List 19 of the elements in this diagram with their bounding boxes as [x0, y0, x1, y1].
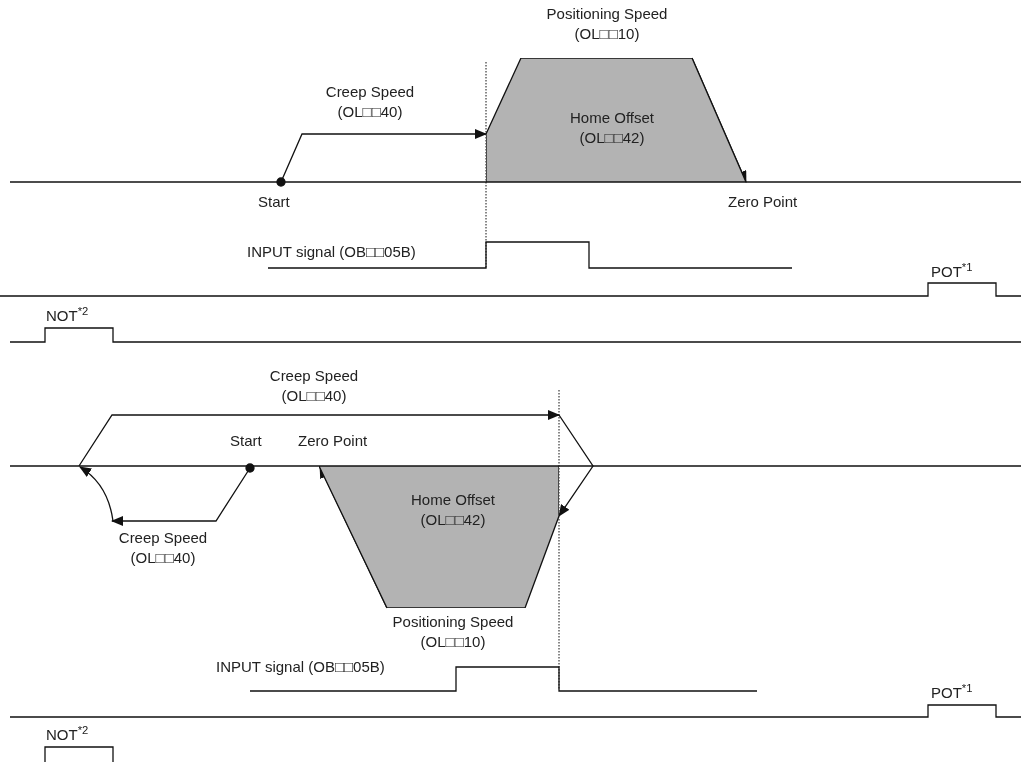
speed-label: Positioning Speed (OL□□10)	[545, 4, 669, 44]
area-label: Home Offset (OL□□42)	[410, 490, 496, 530]
text-label: Zero Point	[728, 192, 798, 212]
text-label: POT$^{*1}$	[931, 683, 973, 703]
text-label: Zero Point	[298, 431, 368, 451]
shaded-area	[319, 466, 559, 608]
area-label: Home Offset (OL□□42)	[569, 108, 655, 148]
text-label: Creep Speed (OL□□40)	[268, 366, 360, 406]
shaded-area	[486, 58, 746, 182]
text-label: NOT$^{*2}$	[46, 306, 89, 326]
text-label: Creep Speed (OL□□40)	[117, 528, 209, 568]
text-label: Creep Speed (OL□□40)	[324, 82, 416, 122]
text-label: Start	[230, 431, 262, 451]
text-label: INPUT signal (OB□□05B)	[247, 242, 416, 262]
text-label: POT$^{*1}$	[931, 262, 973, 282]
text-label: INPUT signal (OB□□05B)	[216, 657, 385, 677]
speed-label: Positioning Speed (OL□□10)	[391, 612, 515, 652]
text-label: Start	[258, 192, 290, 212]
text-label: NOT$^{*2}$	[46, 725, 89, 745]
